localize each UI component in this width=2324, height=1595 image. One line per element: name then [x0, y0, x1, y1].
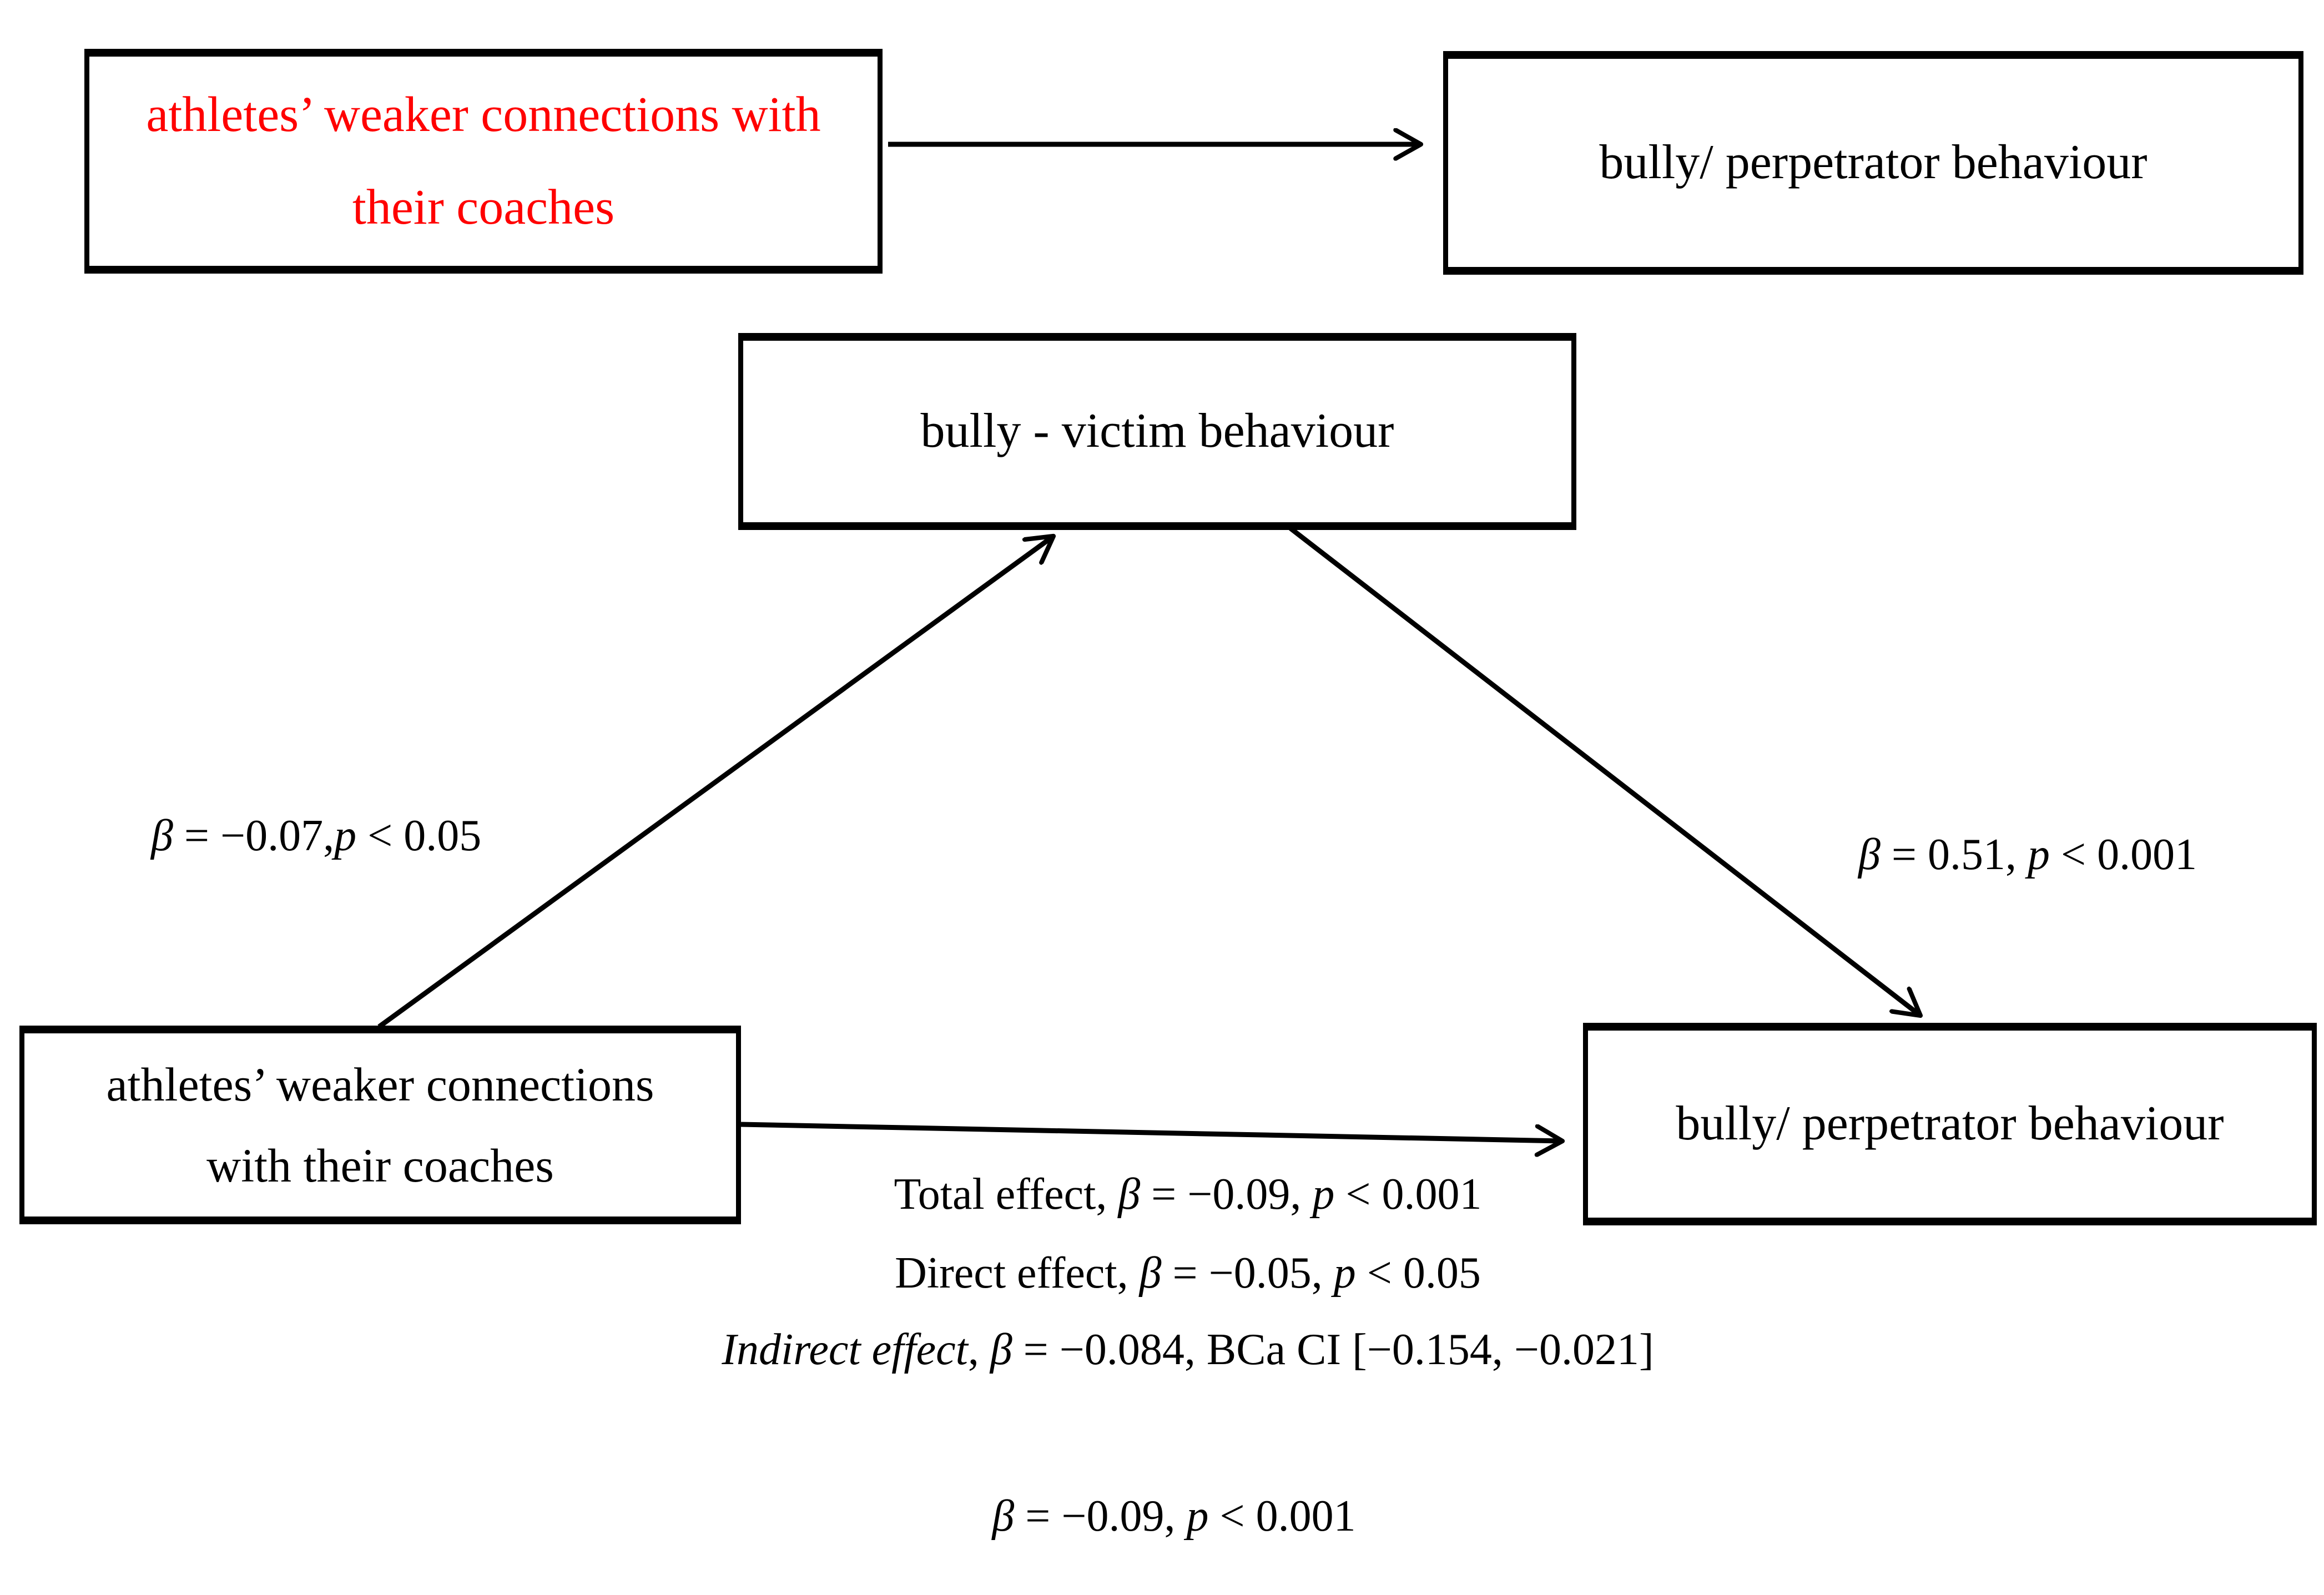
path-a-coefficient-label: β = −0.07,p < 0.05 [151, 811, 482, 860]
box-mediator: bully - victim behaviour [738, 333, 1576, 530]
box-predictor-top-line2: their coaches [352, 179, 615, 235]
arrow-path-a-predictor-to-mediator [377, 536, 1053, 1029]
box-predictor: athletes’ weaker connections with their … [19, 1026, 741, 1224]
box-outcome: bully/ perpetrator behaviour [1583, 1023, 2317, 1225]
indirect-effect-label: Indirect effect, β = −0.084, BCa CI [−0.… [722, 1325, 1654, 1374]
box-outcome-top-label: bully/ perpetrator behaviour [1599, 135, 2147, 190]
box-predictor-label: athletes’ weaker connections with their … [107, 1044, 654, 1206]
path-b-coefficient-label: β = 0.51, p < 0.001 [1858, 830, 2197, 879]
box-predictor-top-label: athletes’ weaker connections with their … [146, 69, 820, 254]
box-predictor-line1: athletes’ weaker connections [106, 1057, 654, 1111]
box-outcome-top: bully/ perpetrator behaviour [1443, 51, 2303, 275]
box-outcome-label: bully/ perpetrator behaviour [1676, 1097, 2224, 1151]
box-mediator-label: bully - victim behaviour [920, 404, 1394, 458]
direct-effect-label: Direct effect, β = −0.05, p < 0.05 [895, 1249, 1481, 1298]
box-predictor-top-line1: athletes’ weaker connections with [146, 87, 821, 142]
box-predictor-line2: with their coaches [206, 1139, 554, 1192]
arrow-path-b-mediator-to-outcome [1289, 526, 1920, 1016]
box-predictor-top: athletes’ weaker connections with their … [84, 49, 883, 274]
arrow-bottom-direct-effect [740, 1122, 1562, 1141]
overall-model-coefficient-label: β = −0.09, p < 0.001 [992, 1492, 1356, 1541]
total-effect-label: Total effect, β = −0.09, p < 0.001 [894, 1170, 1482, 1219]
